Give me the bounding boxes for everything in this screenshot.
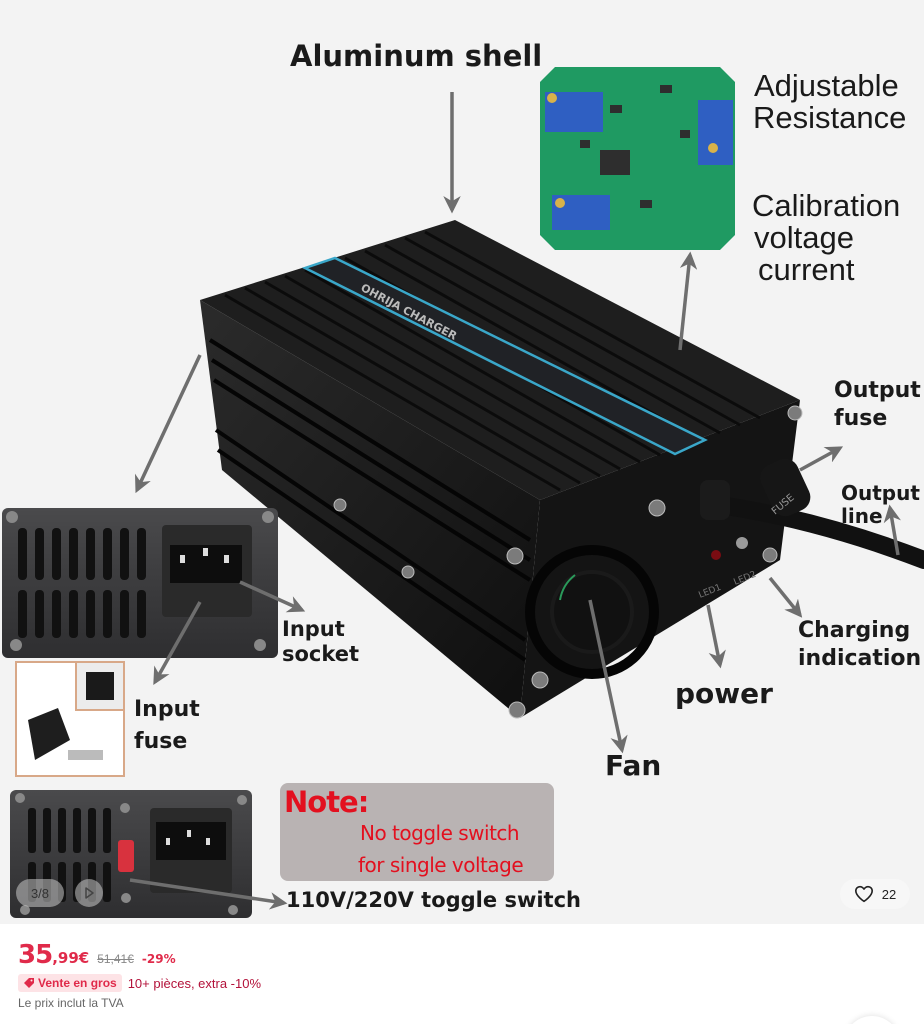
price-section: 35 ,99€ 51,41€ -29% Vente en gros 10+ pi… bbox=[18, 940, 898, 1010]
label-voltage: voltage bbox=[754, 220, 854, 255]
play-video-button[interactable] bbox=[75, 879, 103, 907]
bulk-offer-text: 10+ pièces, extra -10% bbox=[127, 975, 262, 991]
label-input-fuse-2: fuse bbox=[134, 729, 188, 754]
tag-icon bbox=[24, 978, 34, 988]
label-output-line-1: Output bbox=[841, 481, 920, 505]
product-image-gallery[interactable]: OHRIJA CHARGER LED1 LED2 FUSE bbox=[0, 0, 924, 924]
like-count: 22 bbox=[881, 886, 897, 902]
label-charging: Charging bbox=[798, 618, 911, 643]
note-line-1: No toggle switch bbox=[360, 821, 520, 845]
label-adjustable: Adjustable bbox=[754, 68, 899, 103]
image-counter: 3/8 bbox=[16, 879, 64, 907]
bulk-offer-row: Vente en gros 10+ pièces, extra -10% bbox=[18, 974, 898, 992]
like-button[interactable]: 22 bbox=[840, 879, 910, 909]
note-box: Note: No toggle switch for single voltag… bbox=[280, 783, 554, 881]
price-integer: 35 bbox=[18, 940, 53, 970]
charger-product-photo: OHRIJA CHARGER LED1 LED2 FUSE bbox=[2, 67, 924, 918]
label-output-fuse-1: Output bbox=[834, 378, 921, 403]
discount-badge: -29% bbox=[141, 952, 176, 966]
note-line-2: for single voltage bbox=[358, 853, 524, 877]
bulk-tag-label: Vente en gros bbox=[38, 976, 117, 990]
label-input-socket-2: socket bbox=[282, 642, 360, 666]
note-title: Note: bbox=[284, 785, 369, 819]
label-calibration: Calibration bbox=[752, 188, 901, 223]
label-input-socket-1: Input bbox=[282, 617, 345, 641]
label-output-fuse-2: fuse bbox=[834, 406, 888, 431]
label-indication: indication bbox=[798, 646, 922, 671]
price-row: 35 ,99€ 51,41€ -29% bbox=[18, 940, 898, 970]
floating-action-button[interactable] bbox=[844, 1016, 900, 1024]
label-resistance: Resistance bbox=[753, 100, 907, 135]
play-icon bbox=[85, 887, 94, 899]
label-toggle-switch: 110V/220V toggle switch bbox=[286, 888, 581, 912]
price-decimal: ,99€ bbox=[52, 949, 90, 967]
label-fan: Fan bbox=[605, 749, 662, 782]
label-power: power bbox=[675, 677, 773, 710]
label-aluminum-shell: Aluminum shell bbox=[290, 39, 543, 73]
original-price: 51,41€ bbox=[97, 952, 134, 966]
bulk-tag[interactable]: Vente en gros bbox=[18, 974, 122, 992]
heart-icon bbox=[854, 885, 873, 903]
label-current: current bbox=[758, 252, 855, 287]
vat-note: Le prix inclut la TVA bbox=[18, 996, 124, 1010]
label-output-line-2: line bbox=[841, 504, 883, 528]
label-input-fuse-1: Input bbox=[134, 697, 200, 722]
